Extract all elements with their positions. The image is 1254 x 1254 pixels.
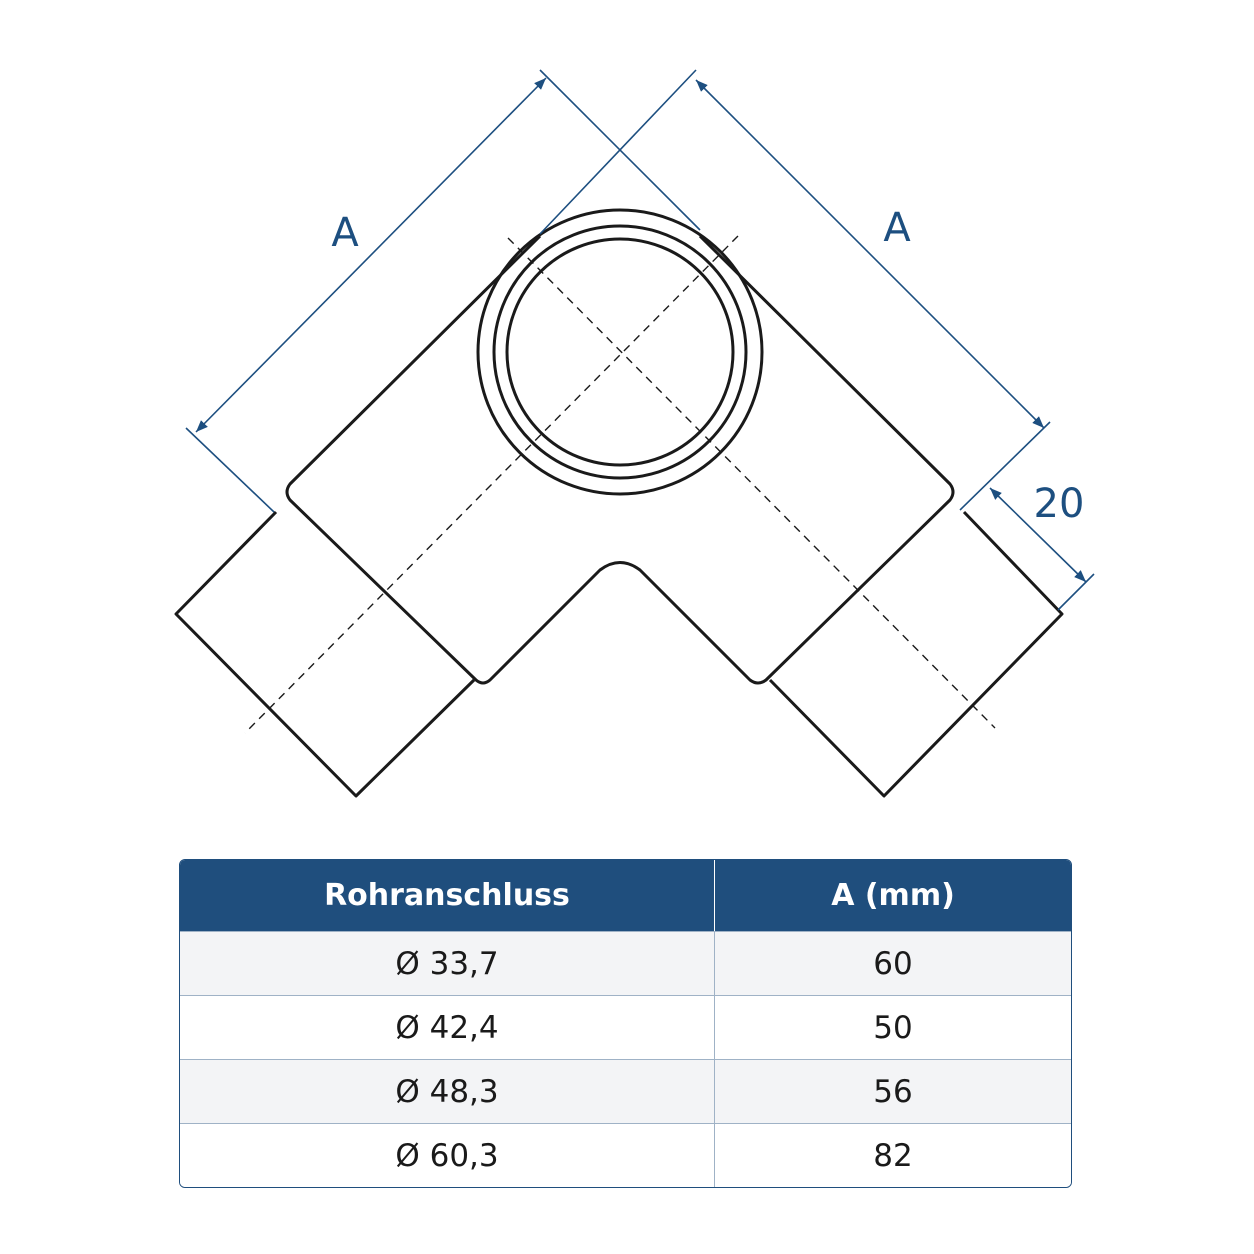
centerline-right-leg xyxy=(244,235,739,734)
cell-pipe-diameter: Ø 33,7 xyxy=(180,932,715,995)
cell-dimension-a: 56 xyxy=(873,1073,913,1110)
connector-outline xyxy=(174,234,1064,798)
cell-pipe-diameter: Ø 48,3 xyxy=(180,1060,715,1123)
header-pipe-connection: Rohranschluss xyxy=(180,860,715,931)
dimension-line-left-a xyxy=(195,77,547,433)
left-pipe-end xyxy=(174,510,476,798)
cell-dimension-a: 50 xyxy=(873,1009,913,1046)
centerline-left-leg xyxy=(507,237,996,729)
dimensions-table: Rohranschluss A (mm) Ø 33,7 60 Ø 42,4 50… xyxy=(179,859,1072,1188)
table-row: Ø 48,3 56 xyxy=(180,1059,1071,1123)
right-pipe-end xyxy=(768,510,1064,798)
extension-line-left-bottom xyxy=(185,427,275,513)
extension-line-right-bottom xyxy=(959,421,1051,511)
extension-line-right-top xyxy=(539,69,697,235)
body-outline xyxy=(285,234,955,685)
dimension-label-right-a: A xyxy=(883,205,911,251)
cell-dimension-a: 60 xyxy=(873,945,913,982)
cell-dimension-a: 82 xyxy=(873,1137,913,1174)
cell-pipe-diameter: Ø 42,4 xyxy=(180,996,715,1059)
cell-pipe-diameter: Ø 60,3 xyxy=(180,1124,715,1187)
dimension-lines xyxy=(185,69,1095,611)
dimension-label-end-length: 20 xyxy=(1034,481,1085,527)
center-lines xyxy=(244,235,996,734)
table-row: Ø 33,7 60 xyxy=(180,931,1071,995)
corner-connector-diagram: A A 20 xyxy=(174,69,1095,798)
table-row: Ø 60,3 82 xyxy=(180,1123,1071,1187)
table-header: Rohranschluss A (mm) xyxy=(180,860,1071,931)
dimension-label-left-a: A xyxy=(331,210,359,256)
dimension-line-end-length xyxy=(989,487,1087,583)
extension-line-end-far xyxy=(1057,573,1095,611)
header-dimension-a: A (mm) xyxy=(831,878,955,913)
table-row: Ø 42,4 50 xyxy=(180,995,1071,1059)
dimension-line-right-a xyxy=(695,79,1045,429)
